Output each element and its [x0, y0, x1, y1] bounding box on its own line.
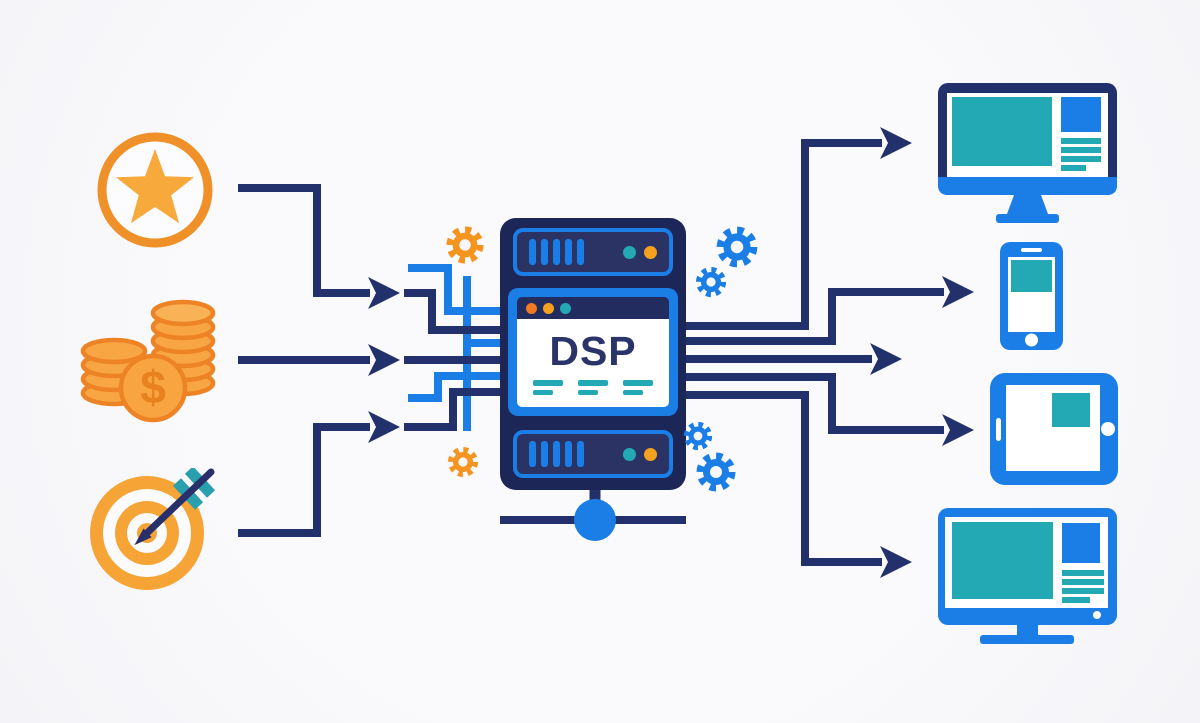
status-led-teal — [623, 245, 636, 259]
gear-icon — [683, 421, 713, 451]
target-arrow-icon — [90, 468, 216, 590]
slot-bar — [553, 239, 560, 265]
arrow-dsp-to-phone — [686, 288, 944, 345]
star-badge-icon — [97, 132, 213, 248]
gear-icon — [695, 266, 727, 298]
browser-window-body: DSP — [517, 319, 669, 407]
arrow-dsp-to-tablet — [686, 373, 944, 434]
dsp-server: DSP — [500, 218, 686, 490]
slot-bar — [577, 441, 584, 467]
desktop-monitor-icon — [938, 508, 1117, 644]
coins-icon: $ — [80, 299, 216, 423]
gear-icon — [446, 226, 484, 264]
desktop-monitor-icon — [938, 83, 1117, 223]
svg-text:$: $ — [140, 361, 166, 413]
arrow-target-to-dsp — [238, 423, 370, 537]
circuit-wires-navy — [404, 289, 500, 431]
window-dot-icon — [560, 302, 571, 314]
browser-window: DSP — [508, 288, 678, 416]
dsp-label: DSP — [549, 328, 637, 374]
tablet-icon — [990, 373, 1118, 485]
slot-bar — [529, 239, 536, 265]
slot-bar — [553, 441, 560, 467]
dart-icon — [134, 468, 216, 546]
slot-bar — [541, 441, 548, 467]
slot-bar — [577, 239, 584, 265]
window-dot-icon — [526, 302, 537, 314]
status-led-orange — [644, 447, 657, 461]
network-node-icon — [574, 499, 616, 541]
server-rack-slot — [513, 228, 673, 276]
browser-window-header — [517, 297, 669, 319]
input-arrows — [238, 184, 370, 537]
arrow-star-to-dsp — [238, 184, 370, 297]
slot-bar — [565, 239, 572, 265]
gear-icon — [716, 226, 758, 268]
gear-icon — [447, 446, 479, 478]
status-led-teal — [623, 447, 636, 461]
smartphone-icon — [1000, 242, 1063, 350]
server-rack-slot — [513, 430, 673, 478]
input-arrowheads — [368, 277, 400, 443]
status-led-orange — [644, 245, 657, 259]
window-dot-icon — [543, 302, 554, 314]
arrow-dsp-to-desktop-bottom — [686, 391, 882, 566]
slot-bar — [529, 441, 536, 467]
text-placeholder-lines — [533, 380, 653, 395]
slot-bar — [565, 441, 572, 467]
output-arrows — [686, 139, 944, 566]
arrow-dsp-to-desktop-top — [686, 139, 882, 330]
output-arrowheads — [870, 127, 974, 578]
gear-icon — [696, 452, 736, 492]
slot-bar — [541, 239, 548, 265]
circuit-wires-blue — [408, 264, 500, 431]
